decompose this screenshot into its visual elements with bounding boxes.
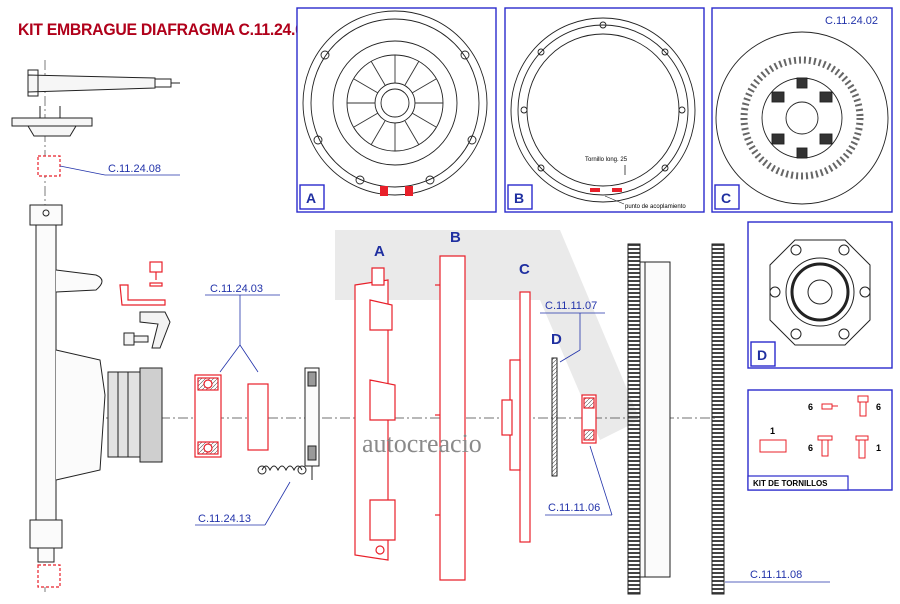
ref-c-11-11-08: C.11.11.08	[750, 569, 802, 581]
kit-title: KIT DE TORNILLOS	[753, 479, 828, 488]
panel-a-letter: A	[306, 190, 316, 206]
watermark: autocreacio	[362, 429, 482, 458]
panel-b-label-box	[507, 184, 533, 210]
release-sleeve	[304, 367, 320, 480]
panel-b	[504, 7, 705, 213]
bolt-and-plate	[123, 311, 171, 349]
exploded-label-a: A	[374, 243, 385, 260]
fork-shaft	[29, 204, 106, 563]
pilot-bushing-red	[581, 394, 597, 444]
kit-qty-1: 6	[808, 402, 813, 412]
hub-side	[551, 357, 558, 477]
kit-bolts	[759, 395, 869, 459]
pressure-plate-front	[302, 10, 488, 196]
ref-c-11-24-03: C.11.24.03	[210, 283, 263, 295]
bushing-red-bottom	[37, 564, 61, 588]
panel-d-label-box	[750, 341, 776, 367]
watermark-arrow	[335, 230, 640, 440]
kit-qty-3: 1	[770, 426, 775, 436]
exploded-label-b: B	[450, 229, 461, 246]
panel-d-letter: D	[757, 347, 767, 363]
ref-c-11-11-07: C.11.11.07	[545, 300, 597, 312]
bushing-red-top	[37, 155, 61, 177]
kit-qty-4: 6	[808, 443, 813, 453]
panel-c	[711, 7, 893, 213]
flywheel-ring	[510, 17, 696, 203]
panel-c-letter: C	[721, 190, 731, 206]
ref-c-11-11-06: C.11.11.06	[548, 502, 600, 514]
clutch-disc-side-red	[501, 291, 531, 543]
panel-b-letter: B	[514, 190, 524, 206]
flywheel-side-red	[435, 255, 466, 581]
fork-support	[11, 106, 93, 137]
ref-c-11-24-08: C.11.24.08	[108, 163, 161, 175]
kit-qty-2: 6	[876, 402, 881, 412]
page-title: KIT EMBRAGUE DIAFRAGMA C.11.24.01	[18, 20, 313, 39]
ring-gear-side	[711, 243, 725, 595]
release-lever	[27, 69, 180, 97]
red-clip	[119, 261, 166, 306]
panel-a	[296, 7, 497, 213]
panel-a-label-box	[299, 184, 325, 210]
panel-c-label-box	[714, 184, 740, 210]
kit-qty-5: 1	[876, 443, 881, 453]
clutch-disc-front	[715, 31, 889, 205]
coupling-note: punto de acoplamiento	[625, 204, 686, 210]
pilot-bearing-red	[194, 374, 222, 458]
release-bearing	[107, 367, 163, 463]
exploded-label-c: C	[519, 261, 530, 278]
spacer-red	[247, 383, 269, 451]
ref-c-11-24-13: C.11.24.13	[198, 513, 251, 525]
pressure-plate-side-red	[354, 267, 396, 561]
ref-c-11-24-02: C.11.24.02	[825, 15, 878, 27]
bolt-note: Tornillo long. 25	[585, 157, 628, 163]
exploded-label-d: D	[551, 331, 562, 348]
flywheel-gear-side	[627, 243, 671, 595]
hub-flange	[769, 239, 871, 346]
spring	[257, 465, 307, 475]
